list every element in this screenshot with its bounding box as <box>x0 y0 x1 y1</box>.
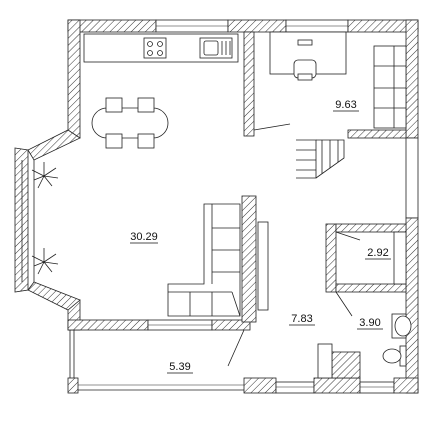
wall-top-mid <box>227 19 287 33</box>
stair-icon <box>296 139 345 179</box>
area-storage: 2.92 <box>367 247 388 259</box>
wall-bottom-living-right <box>211 319 251 331</box>
dining-table-icon <box>91 97 169 149</box>
wall-study-left <box>243 31 255 137</box>
area-bathroom: 3.90 <box>359 317 380 329</box>
wall-study-bottom <box>347 129 407 139</box>
window-top-1 <box>155 19 229 33</box>
window-bottom-hall <box>275 381 315 394</box>
door-storage <box>335 231 361 241</box>
door-terrace <box>227 329 245 367</box>
wall-bottom-hall <box>243 377 277 394</box>
wall-right-gap <box>405 137 419 219</box>
wall-storage-bottom <box>335 283 407 293</box>
plant-icon <box>31 162 59 275</box>
exterior-walls <box>14 19 419 394</box>
storage-shelf <box>393 231 407 285</box>
area-living: 30.29 <box>130 231 158 243</box>
wall-bottom-right <box>393 377 419 394</box>
area-hall: 7.83 <box>291 313 312 325</box>
wall-storage-left <box>325 223 337 293</box>
sofa-icon <box>167 203 241 317</box>
wall-left-upper <box>67 19 81 139</box>
door-study <box>253 123 291 131</box>
wall-bottom-living-left <box>67 319 149 331</box>
kitchen-counter-icon <box>83 33 239 63</box>
door-bath <box>335 291 353 317</box>
doors <box>227 123 361 367</box>
tv-cabinet <box>257 221 269 311</box>
wall-top-left <box>67 19 157 33</box>
study-sofa-icon <box>373 45 407 129</box>
interior-walls <box>241 31 407 379</box>
area-terrace: 5.39 <box>169 361 190 373</box>
area-study: 9.63 <box>335 99 356 111</box>
wall-bottom-mid <box>313 377 361 394</box>
terrace-outline <box>67 330 244 394</box>
wall-living-right <box>241 195 257 323</box>
wall-right-upper <box>405 19 419 139</box>
toilet-icon <box>382 345 407 367</box>
desk-icon <box>269 31 347 81</box>
window-top-2 <box>285 19 349 33</box>
window-bottom-bath <box>359 381 395 394</box>
bay-window <box>14 129 81 311</box>
room-labels: 30.29 9.63 2.92 7.83 3.90 5.39 <box>130 99 391 374</box>
wall-right-lower <box>405 217 419 394</box>
sink-icon <box>391 313 412 339</box>
window-bottom-living <box>147 319 213 331</box>
wall-storage-top <box>335 223 407 233</box>
wall-bath-left <box>331 351 361 379</box>
washer-icon <box>317 343 333 379</box>
